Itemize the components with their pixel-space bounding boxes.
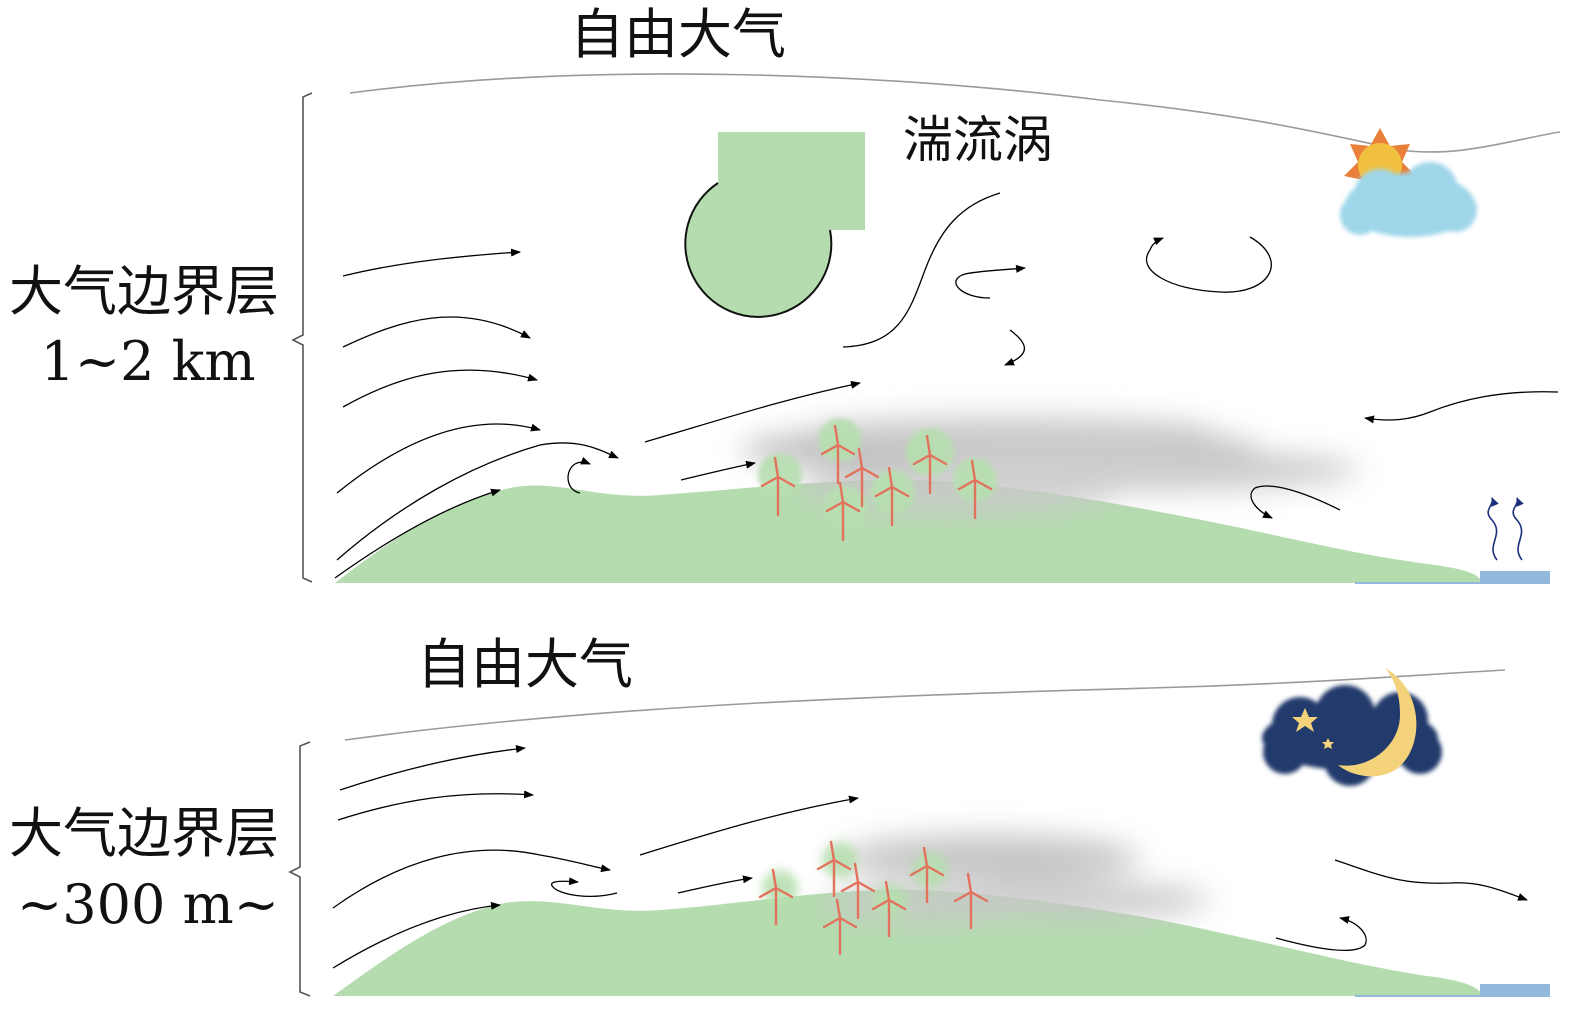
wind-turbine-icon [844, 447, 880, 508]
night-bracket [288, 741, 311, 997]
day-heat-flux-icon [1487, 497, 1524, 561]
day-boundary-layer-label: 大气边界层 [9, 260, 279, 323]
night-free-atmosphere-label: 自由大气 [417, 633, 633, 696]
wind-turbine-icon [820, 424, 856, 485]
wind-turbine-icon [825, 481, 861, 542]
night-water [1480, 984, 1550, 997]
night-terrain [333, 889, 1483, 996]
sun-behind-cloud-icon [1340, 128, 1477, 237]
wind-turbine-icon [822, 898, 858, 956]
day-wind-arrows [334, 192, 1559, 579]
night-wind-turbines [758, 840, 989, 956]
day-wind-turbines [760, 424, 993, 542]
turbulent-eddy-label: 湍流涡 [903, 111, 1053, 169]
day-height-label: 1~2 km [40, 330, 256, 393]
wind-turbine-icon [871, 880, 907, 938]
moon-stars-cloud-icon [1262, 668, 1442, 786]
day-terrain [335, 479, 1483, 583]
day-panel [291, 73, 1561, 584]
night-height-label: ~300 m~ [17, 873, 279, 936]
night-boundary-layer-label: 大气边界层 [9, 802, 279, 865]
wind-turbine-icon [874, 466, 910, 527]
night-wind-arrows [332, 744, 1528, 969]
wind-turbine-icon [909, 846, 945, 904]
night-panel [288, 668, 1550, 997]
day-boundary-line [349, 73, 1561, 153]
wind-turbine-icon [953, 872, 989, 930]
day-bracket [291, 92, 313, 583]
night-wake-haze [820, 834, 1210, 925]
day-eddy-shape [684, 132, 865, 318]
wind-turbine-icon [840, 862, 876, 920]
day-free-atmosphere-label: 自由大气 [570, 3, 786, 66]
wind-turbine-icon [760, 456, 796, 517]
day-water [1480, 571, 1550, 584]
night-boundary-line [344, 669, 1506, 741]
wind-turbine-icon [816, 840, 852, 898]
wind-turbine-icon [912, 434, 948, 495]
wind-turbine-icon [758, 868, 794, 926]
wind-turbine-icon [957, 459, 993, 520]
